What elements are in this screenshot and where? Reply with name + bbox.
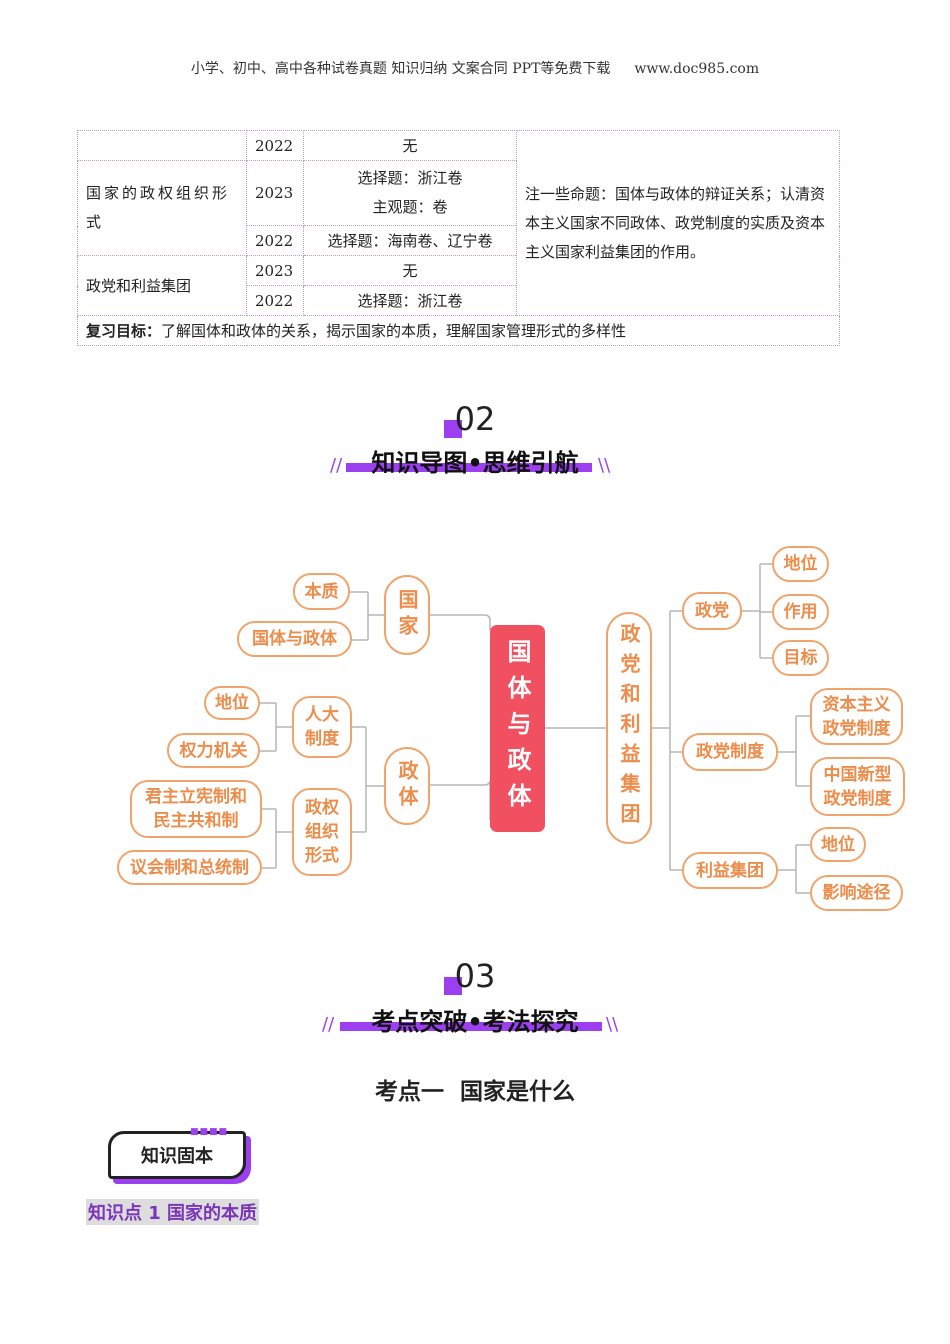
section-number: 03 bbox=[0, 957, 950, 995]
section-title: //\\知识导图•思维引航 bbox=[330, 449, 611, 477]
exam-cell: 无 bbox=[303, 130, 517, 161]
year-cell: 2023 bbox=[246, 255, 304, 286]
node-yihui: 议会制和总统制 bbox=[117, 850, 262, 885]
node-zhongguo-xinxing: 中国新型政党制度 bbox=[810, 757, 905, 816]
node-yingxiang-tujing: 影响途径 bbox=[810, 875, 903, 911]
exam-line: 主观题：卷 bbox=[372, 198, 448, 216]
section-title-text: 知识导图•思维引航 bbox=[371, 449, 579, 477]
exam-line: 选择题：浙江卷 bbox=[357, 169, 463, 187]
review-goal: 复习目标：了解国体和政体的关系，揭示国家的本质，理解国家管理形式的多样性 bbox=[77, 315, 840, 346]
node-benzhi: 本质 bbox=[293, 573, 350, 610]
node-diwei: 地位 bbox=[810, 827, 866, 862]
exam-cell: 选择题：浙江卷 bbox=[303, 285, 517, 316]
node-mubiao: 目标 bbox=[772, 640, 829, 676]
node-zuoyong: 作用 bbox=[772, 594, 829, 630]
section-number-text: 03 bbox=[454, 957, 496, 995]
node-diwei: 地位 bbox=[772, 546, 829, 582]
section-title: //\\考点突破•考法探究 bbox=[322, 1008, 619, 1036]
node-renda: 人大制度 bbox=[292, 696, 352, 758]
exam-cell: 无 bbox=[303, 255, 517, 286]
topic-cell: 政党和利益集团 bbox=[77, 255, 247, 316]
year-cell: 2022 bbox=[246, 225, 304, 256]
node-zhengdang-liyi: 政党和利益集团 bbox=[606, 612, 652, 844]
page-header: 小学、初中、高中各种试卷真题 知识归纳 文案合同 PPT等免费下载 www.doc… bbox=[0, 58, 950, 78]
node-quanli-jiguan: 权力机关 bbox=[167, 733, 260, 768]
year-cell: 2022 bbox=[246, 130, 304, 161]
node-zhengquan-zuzhi: 政权组织形式 bbox=[292, 788, 352, 876]
header-url[interactable]: www.doc985.com bbox=[634, 61, 760, 77]
node-guoti-zhengti: 国体与政体 bbox=[237, 621, 352, 657]
kaodian-heading: 考点一 国家是什么 bbox=[374, 1079, 575, 1105]
mindmap-center-node: 国体与政体 bbox=[490, 625, 545, 832]
node-zhengdang: 政党 bbox=[682, 592, 742, 630]
node-zhengdang-zhidu: 政党制度 bbox=[682, 733, 778, 771]
exam-cell: 选择题：海南卷、辽宁卷 bbox=[303, 225, 517, 256]
node-junzhu: 君主立宪制和民主共和制 bbox=[130, 780, 262, 838]
section-number: 02 bbox=[0, 400, 950, 438]
goal-label: 复习目标： bbox=[86, 322, 162, 340]
node-zhengti: 政体 bbox=[384, 747, 430, 825]
knowledge-badge: 知识固本 bbox=[108, 1131, 246, 1179]
node-diwei: 地位 bbox=[204, 686, 260, 720]
node-guojia: 国家 bbox=[384, 575, 430, 655]
goal-text: 了解国体和政体的关系，揭示国家的本质，理解国家管理形式的多样性 bbox=[161, 322, 627, 340]
node-liyi-jituan: 利益集团 bbox=[682, 852, 778, 889]
badge-dots-icon: ■■■■ bbox=[190, 1127, 229, 1137]
year-cell: 2022 bbox=[246, 285, 304, 316]
exam-cell: 选择题：浙江卷主观题：卷 bbox=[303, 160, 517, 226]
header-text: 小学、初中、高中各种试卷真题 知识归纳 文案合同 PPT等免费下载 bbox=[190, 61, 611, 77]
section-number-text: 02 bbox=[454, 400, 496, 438]
section-title-text: 考点突破•考法探究 bbox=[371, 1008, 579, 1036]
node-ziben-zhuyi: 资本主义政党制度 bbox=[810, 688, 903, 745]
year-cell: 2023 bbox=[246, 160, 304, 226]
topic-cell: 国家的政权组织形式 bbox=[77, 160, 247, 256]
knowledge-point-heading: 知识点 1 国家的本质 bbox=[86, 1199, 260, 1225]
note-cell: 注一些命题：国体与政体的辩证关系；认清资本主义国家不同政体、政党制度的实质及资本… bbox=[516, 130, 840, 316]
